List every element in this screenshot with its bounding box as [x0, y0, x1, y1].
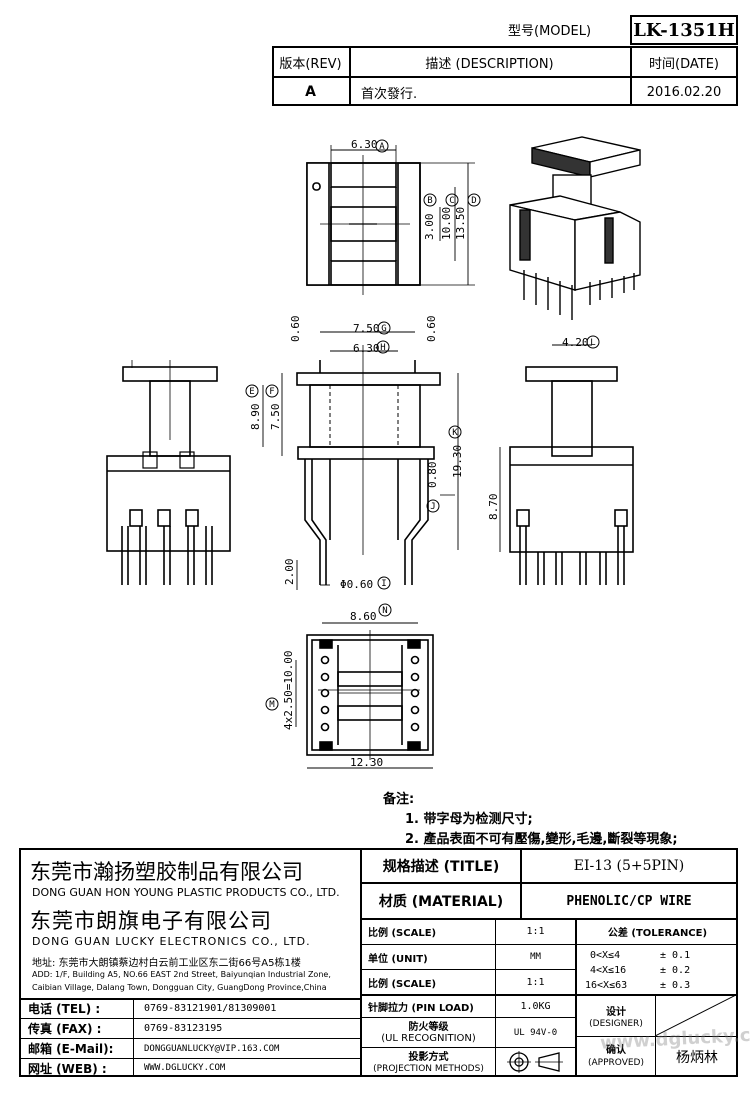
dim-pin-len: 2.00 — [283, 559, 296, 586]
technical-drawing: 6.30 3.00 10.00 13.50 7.50 6.30 0.60 0.6… — [106, 136, 641, 769]
date-value: 2016.02.20 — [646, 84, 722, 100]
unit-label: 单位 (UNIT) — [368, 953, 428, 965]
svg-text:K: K — [452, 428, 458, 438]
dim-left-gap: 0.60 — [289, 316, 302, 343]
svg-text:E: E — [249, 387, 254, 397]
title-block — [19, 848, 738, 1077]
dim-pin-dia: Φ0.60 — [340, 578, 373, 591]
email-value: DONGGUANLUCKY@VIP.163.COM — [144, 1043, 280, 1054]
address-en-1: ADD: 1/F, Building A5, NO.66 EAST 2nd St… — [32, 970, 331, 979]
date-header: 时间(DATE) — [649, 56, 719, 72]
pinload-value: 1.0KG — [520, 1000, 551, 1012]
company-en-2: DONG GUAN LUCKY ELECTRONICS CO., LTD. — [32, 935, 311, 948]
dim-d: 13.50 — [454, 207, 467, 240]
fax-label: 传真 (FAX) : — [28, 1022, 102, 1036]
tolerance-value-3: ± 0.3 — [660, 979, 691, 991]
dim-a: 6.30 — [351, 138, 378, 151]
notes-title: 备注: — [383, 792, 415, 807]
material-label: 材质 (MATERIAL) — [378, 894, 504, 910]
dim-side-height: 8.70 — [487, 494, 500, 521]
dim-k: 19.30 — [451, 445, 464, 478]
dim-c: 10.00 — [440, 207, 453, 240]
designer-label-1: 设计 — [606, 1006, 626, 1018]
dim-j: 0.80 — [426, 462, 439, 489]
rev-value: A — [305, 84, 316, 100]
side-view — [499, 344, 634, 585]
svg-text:J: J — [430, 502, 435, 512]
tolerance-label: 公差 (TOLERANCE) — [607, 928, 708, 939]
company-cn-2: 东莞市朗旗电子有限公司 — [30, 909, 272, 933]
isometric-view — [509, 136, 641, 320]
scale-value-2: 1:1 — [526, 976, 545, 988]
description-value: 首次發行. — [361, 86, 418, 102]
scale-label-2: 比例 (SCALE) — [368, 978, 437, 990]
svg-text:I: I — [381, 579, 386, 589]
material-value: PHENOLIC/CP WIRE — [566, 893, 692, 909]
svg-text:D: D — [471, 196, 476, 206]
tel-label: 电话 (TEL) : — [28, 1002, 101, 1016]
approved-value: 杨炳林 — [676, 1050, 718, 1066]
unit-value: MM — [530, 952, 541, 962]
svg-text:C: C — [449, 196, 454, 206]
tolerance-range-3: 16<X≤63 — [585, 979, 628, 991]
pinload-label: 针脚拉力 (PIN LOAD) — [368, 1002, 474, 1014]
dim-e: 8.90 — [249, 404, 262, 431]
bottom-view — [295, 622, 434, 769]
svg-text:L: L — [590, 338, 595, 348]
dim-b: 3.00 — [423, 214, 436, 241]
web-label: 网址 (WEB) : — [28, 1061, 107, 1076]
projection-symbol-icon — [507, 1051, 563, 1073]
tolerance-range-2: 4<X≤16 — [590, 964, 627, 976]
dim-f: 7.50 — [269, 404, 282, 431]
tel-value: 0769-83121901/81309001 — [144, 1003, 277, 1014]
title-value: EI-13 (5+5PIN) — [573, 858, 685, 874]
model-label: 型号(MODEL) — [508, 24, 592, 39]
approved-label-1: 确认 — [606, 1044, 626, 1056]
tolerance-value-1: ± 0.1 — [660, 949, 691, 961]
ul-value: UL 94V-0 — [513, 1027, 558, 1038]
front-view — [262, 331, 459, 590]
dim-bottom-width: 12.30 — [350, 756, 383, 769]
scale-value-1: 1:1 — [526, 926, 545, 937]
svg-text:G: G — [381, 324, 386, 334]
projection-label-1: 投影方式 — [408, 1051, 449, 1063]
dim-m: 4x2.50=10.00 — [282, 651, 295, 730]
description-header: 描述 (DESCRIPTION) — [425, 56, 554, 72]
dim-l: 4.20 — [562, 336, 589, 349]
left-view — [106, 360, 231, 585]
address-en-2: Caibian Village, Dalang Town, Dongguan C… — [32, 983, 327, 992]
note-1: 1. 带字母为检测尺寸; — [405, 812, 533, 827]
address-cn: 地址: 东莞市大朗镇蔡边村白云前工业区东二街66号A5栋1楼 — [32, 958, 301, 969]
web-value: WWW.DGLUCKY.COM — [144, 1063, 226, 1073]
dim-h: 6.30 — [353, 342, 380, 355]
approved-label-2: (APPROVED) — [588, 1058, 644, 1068]
svg-text:H: H — [380, 343, 385, 353]
svg-text:B: B — [427, 196, 432, 206]
svg-text:A: A — [379, 142, 385, 152]
ul-label-1: 防火等级 — [408, 1021, 449, 1033]
svg-text:F: F — [269, 387, 274, 397]
svg-text:M: M — [269, 700, 275, 710]
scale-label-1: 比例 (SCALE) — [368, 928, 437, 939]
dim-n: 8.60 — [350, 610, 377, 623]
email-label: 邮箱 (E-Mail): — [28, 1042, 114, 1056]
projection-label-2: (PROJECTION METHODS) — [373, 1063, 484, 1074]
dimension-circles — [245, 139, 600, 711]
designer-signature-slash — [655, 994, 738, 1036]
tolerance-range-1: 0<X≤4 — [590, 949, 621, 961]
ul-label-2: (UL RECOGNITION) — [381, 1033, 476, 1044]
dim-right-gap: 0.60 — [425, 316, 438, 343]
fax-value: 0769-83123195 — [144, 1023, 223, 1034]
note-2: 2. 產品表面不可有壓傷,變形,毛邊,斷裂等現象; — [405, 832, 678, 847]
company-cn-1: 东莞市瀚扬塑胶制品有限公司 — [30, 860, 303, 884]
title-label: 规格描述 (TITLE) — [382, 859, 500, 875]
company-en-1: DONG GUAN HON YOUNG PLASTIC PRODUCTS CO.… — [32, 886, 340, 899]
tolerance-value-2: ± 0.2 — [660, 964, 691, 976]
top-view — [306, 145, 475, 295]
rev-header: 版本(REV) — [279, 56, 342, 72]
designer-label-2: (DESIGNER) — [589, 1019, 643, 1029]
model-number: LK-1351H — [630, 15, 738, 45]
dim-g: 7.50 — [353, 322, 380, 335]
svg-text:N: N — [382, 606, 387, 616]
